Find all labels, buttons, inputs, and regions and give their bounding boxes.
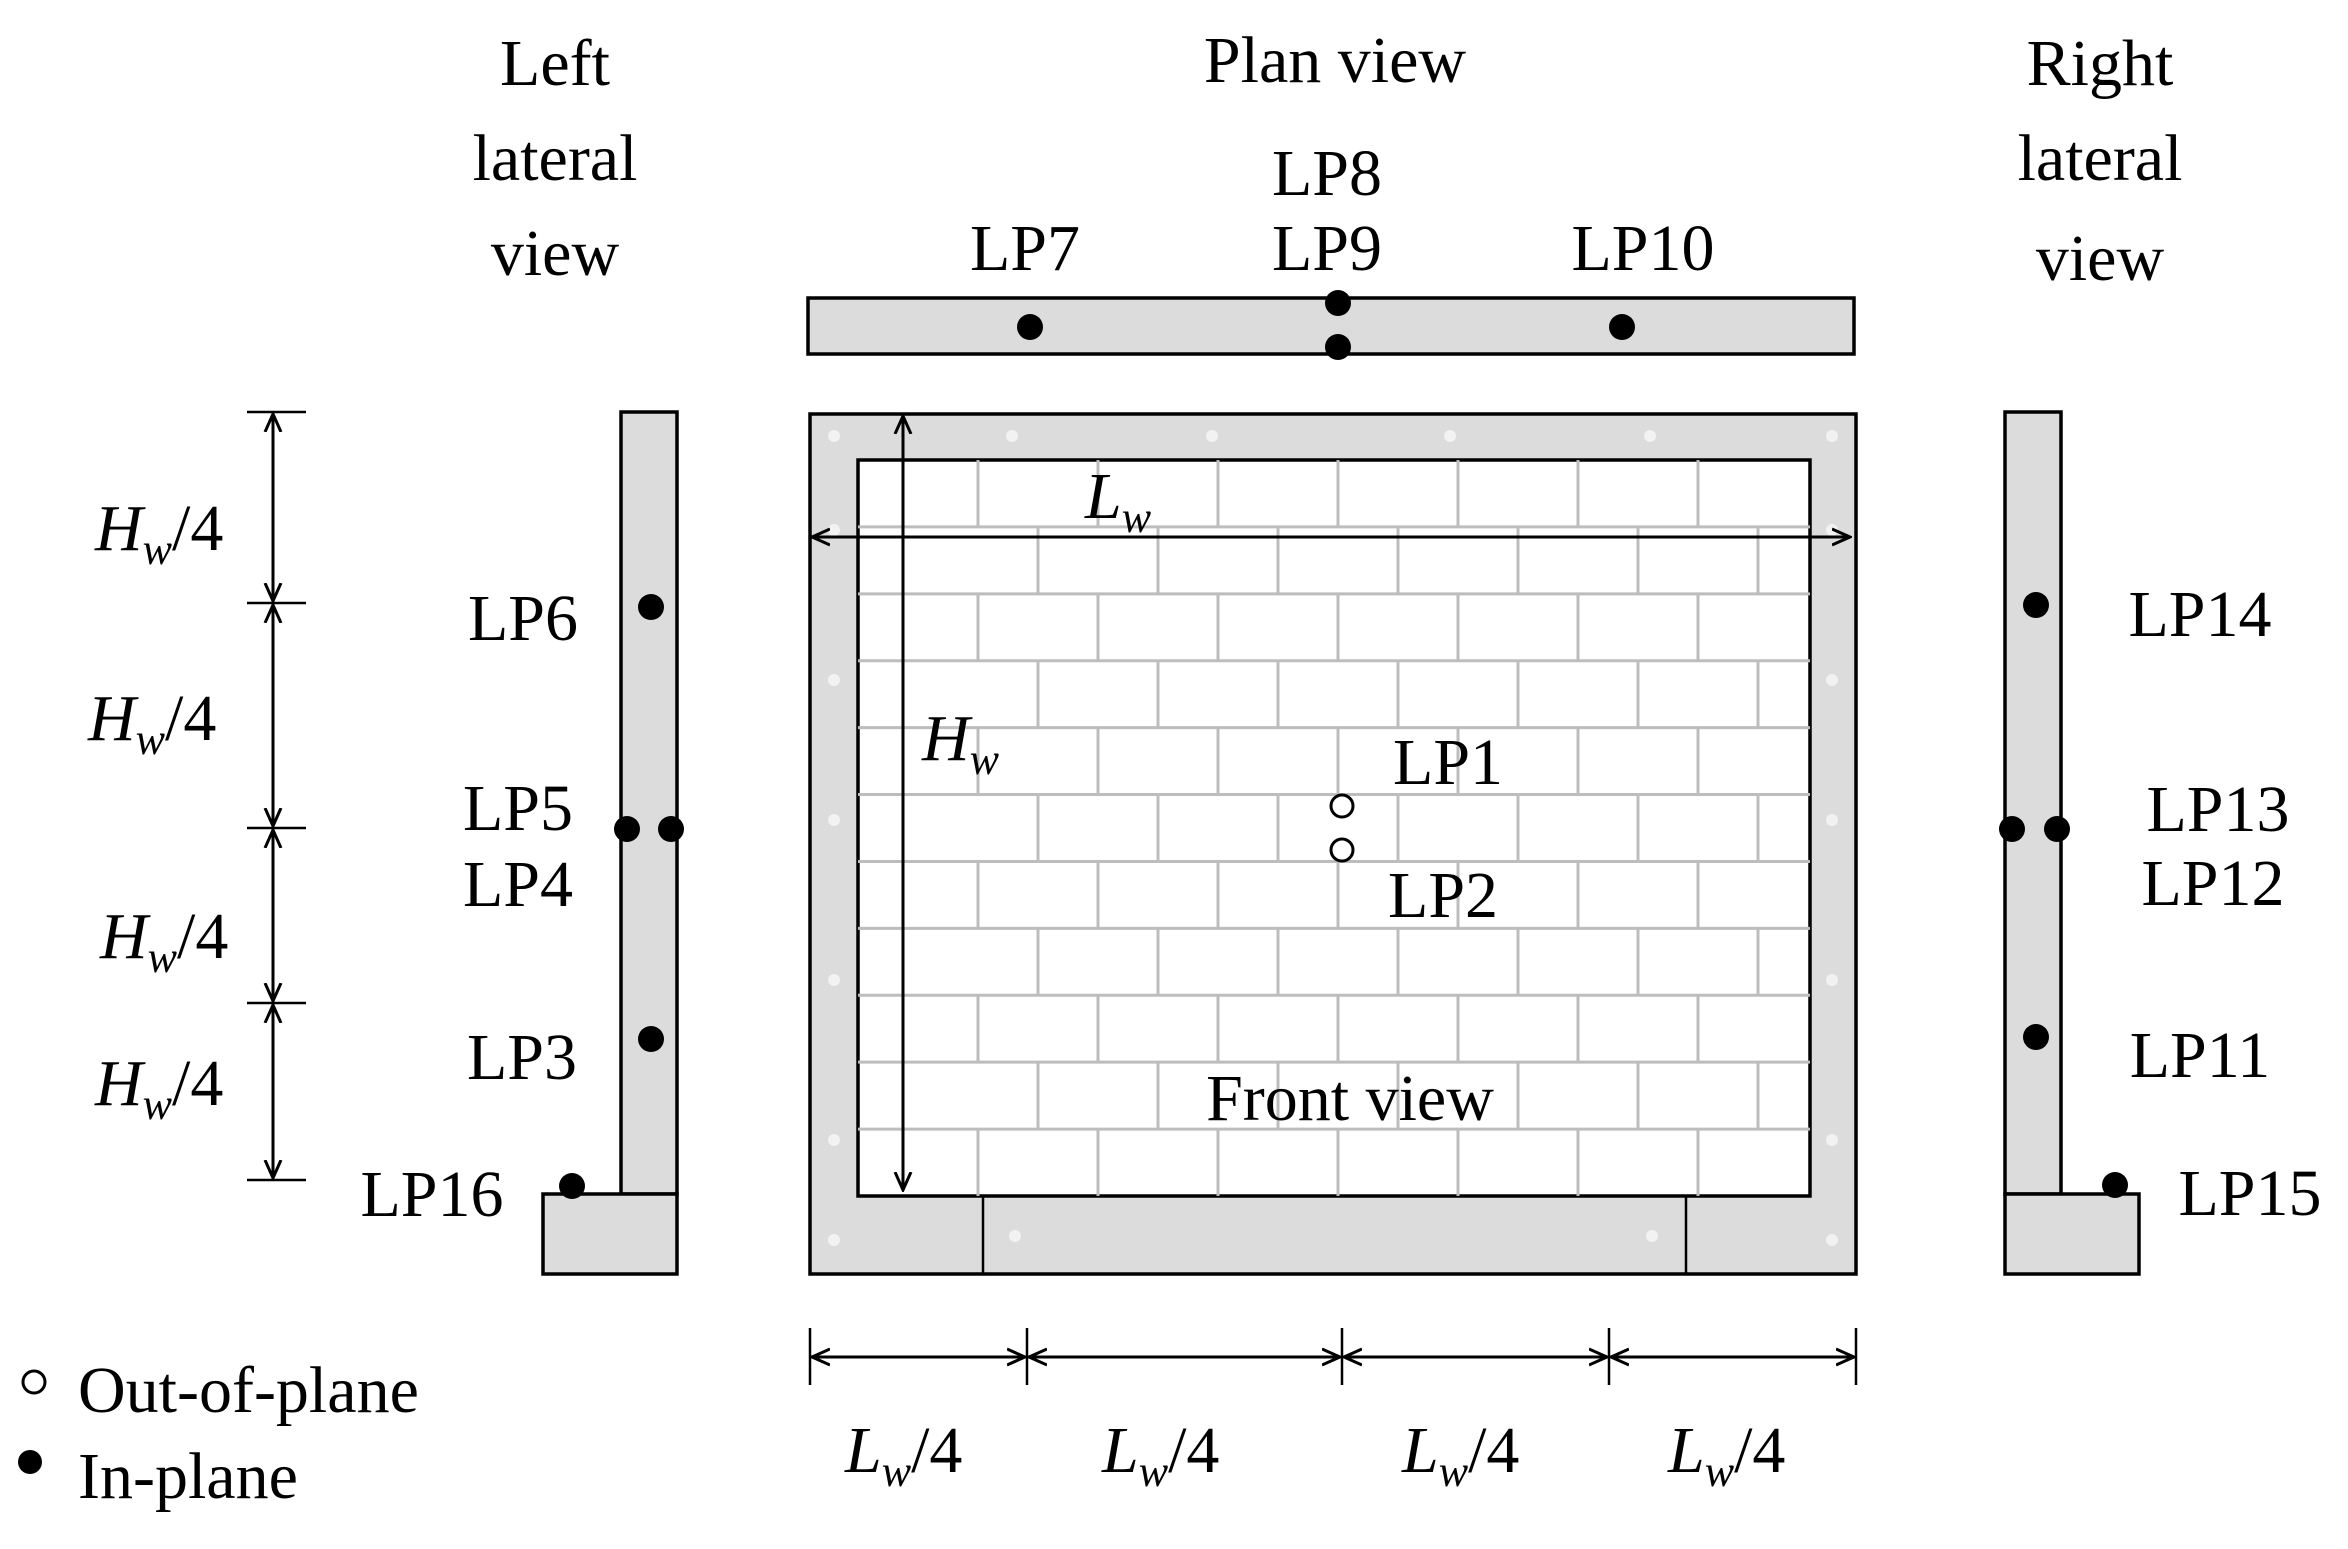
sensor-lp13 <box>1999 816 2025 842</box>
legend-out-of-plane-symbol <box>21 1369 47 1395</box>
hw-quarter-label-1: Hw/4 <box>94 492 223 574</box>
label-lp8: LP8 <box>1272 137 1382 210</box>
front-view: Lw Hw LP1 LP2 Front view <box>808 412 1858 1276</box>
sensor-lp1 <box>1329 793 1355 819</box>
svg-text:Left: Left <box>500 27 610 100</box>
label-lp15: LP15 <box>2178 1157 2321 1230</box>
svg-text:lateral: lateral <box>473 122 638 195</box>
lw-quarter-label-3: Lw/4 <box>1401 1414 1519 1496</box>
label-lp3: LP3 <box>467 1021 577 1094</box>
hw-quarter-label-2: Hw/4 <box>87 682 216 764</box>
sensor-lp16 <box>559 1173 585 1199</box>
svg-text:lateral: lateral <box>2018 122 2183 195</box>
sensor-lp2 <box>1329 837 1355 863</box>
label-lp4: LP4 <box>463 848 573 921</box>
sensor-lp6 <box>638 594 664 620</box>
right-lateral-view: LP14 LP13 LP12 LP11 LP15 <box>1999 410 2322 1276</box>
left-lateral-view: LP6 LP5 LP4 LP3 LP16 <box>360 410 684 1276</box>
sensor-lp4 <box>658 816 684 842</box>
sensor-lp3 <box>638 1026 664 1052</box>
sensor-lp14 <box>2023 592 2049 618</box>
right-column <box>2003 410 2063 1196</box>
label-lp11: LP11 <box>2130 1019 2271 1092</box>
svg-text:view: view <box>491 217 620 290</box>
lw-quarter-label-2: Lw/4 <box>1101 1414 1219 1496</box>
right-foundation <box>2003 1192 2141 1276</box>
label-lp14: LP14 <box>2128 578 2271 651</box>
label-lp6: LP6 <box>468 582 578 655</box>
svg-text:view: view <box>2036 222 2165 295</box>
legend-in-plane-symbol <box>18 1450 42 1474</box>
length-dimension-chain: Lw/4 Lw/4 Lw/4 Lw/4 <box>808 1328 1858 1496</box>
label-lp9: LP9 <box>1272 212 1382 285</box>
sensor-lp7 <box>1017 314 1043 340</box>
brick-pattern <box>858 460 1810 1196</box>
label-lp16: LP16 <box>360 1158 503 1231</box>
lw-label: Lw <box>1084 460 1152 542</box>
legend-out-of-plane-label: Out-of-plane <box>78 1354 419 1427</box>
svg-text:Right: Right <box>2027 27 2174 100</box>
sensor-lp10 <box>1609 314 1635 340</box>
legend: Out-of-plane In-plane <box>18 1354 419 1513</box>
hw-quarter-label-4: Hw/4 <box>94 1047 223 1129</box>
label-lp2: LP2 <box>1388 859 1498 932</box>
front-view-title: Front view <box>1206 1062 1494 1135</box>
sensor-lp9 <box>1325 334 1351 360</box>
sensor-lp15 <box>2102 1172 2128 1198</box>
label-lp1: LP1 <box>1393 726 1503 799</box>
sensor-lp12 <box>2044 816 2070 842</box>
sensor-lp5 <box>614 816 640 842</box>
legend-in-plane-label: In-plane <box>78 1440 298 1513</box>
sensor-lp8 <box>1325 290 1351 316</box>
lw-quarter-label-1: Lw/4 <box>844 1414 962 1496</box>
left-column <box>619 410 679 1196</box>
label-lp12: LP12 <box>2141 847 2284 920</box>
hw-label: Hw <box>921 702 1000 784</box>
height-dimension-chain: Hw/4 Hw/4 Hw/4 Hw/4 <box>87 410 306 1182</box>
left-view-title: Left lateral view <box>473 27 638 290</box>
right-view-title: Right lateral view <box>2018 27 2183 295</box>
lw-quarter-label-4: Lw/4 <box>1667 1414 1785 1496</box>
left-foundation <box>541 1192 679 1276</box>
plan-view-title: Plan view <box>1204 24 1466 97</box>
label-lp5: LP5 <box>463 772 573 845</box>
label-lp7: LP7 <box>970 212 1080 285</box>
sensor-lp11 <box>2023 1024 2049 1050</box>
hw-quarter-label-3: Hw/4 <box>99 900 228 982</box>
masonry-infill <box>856 458 1812 1198</box>
label-lp13: LP13 <box>2146 773 2289 846</box>
label-lp10: LP10 <box>1571 212 1714 285</box>
